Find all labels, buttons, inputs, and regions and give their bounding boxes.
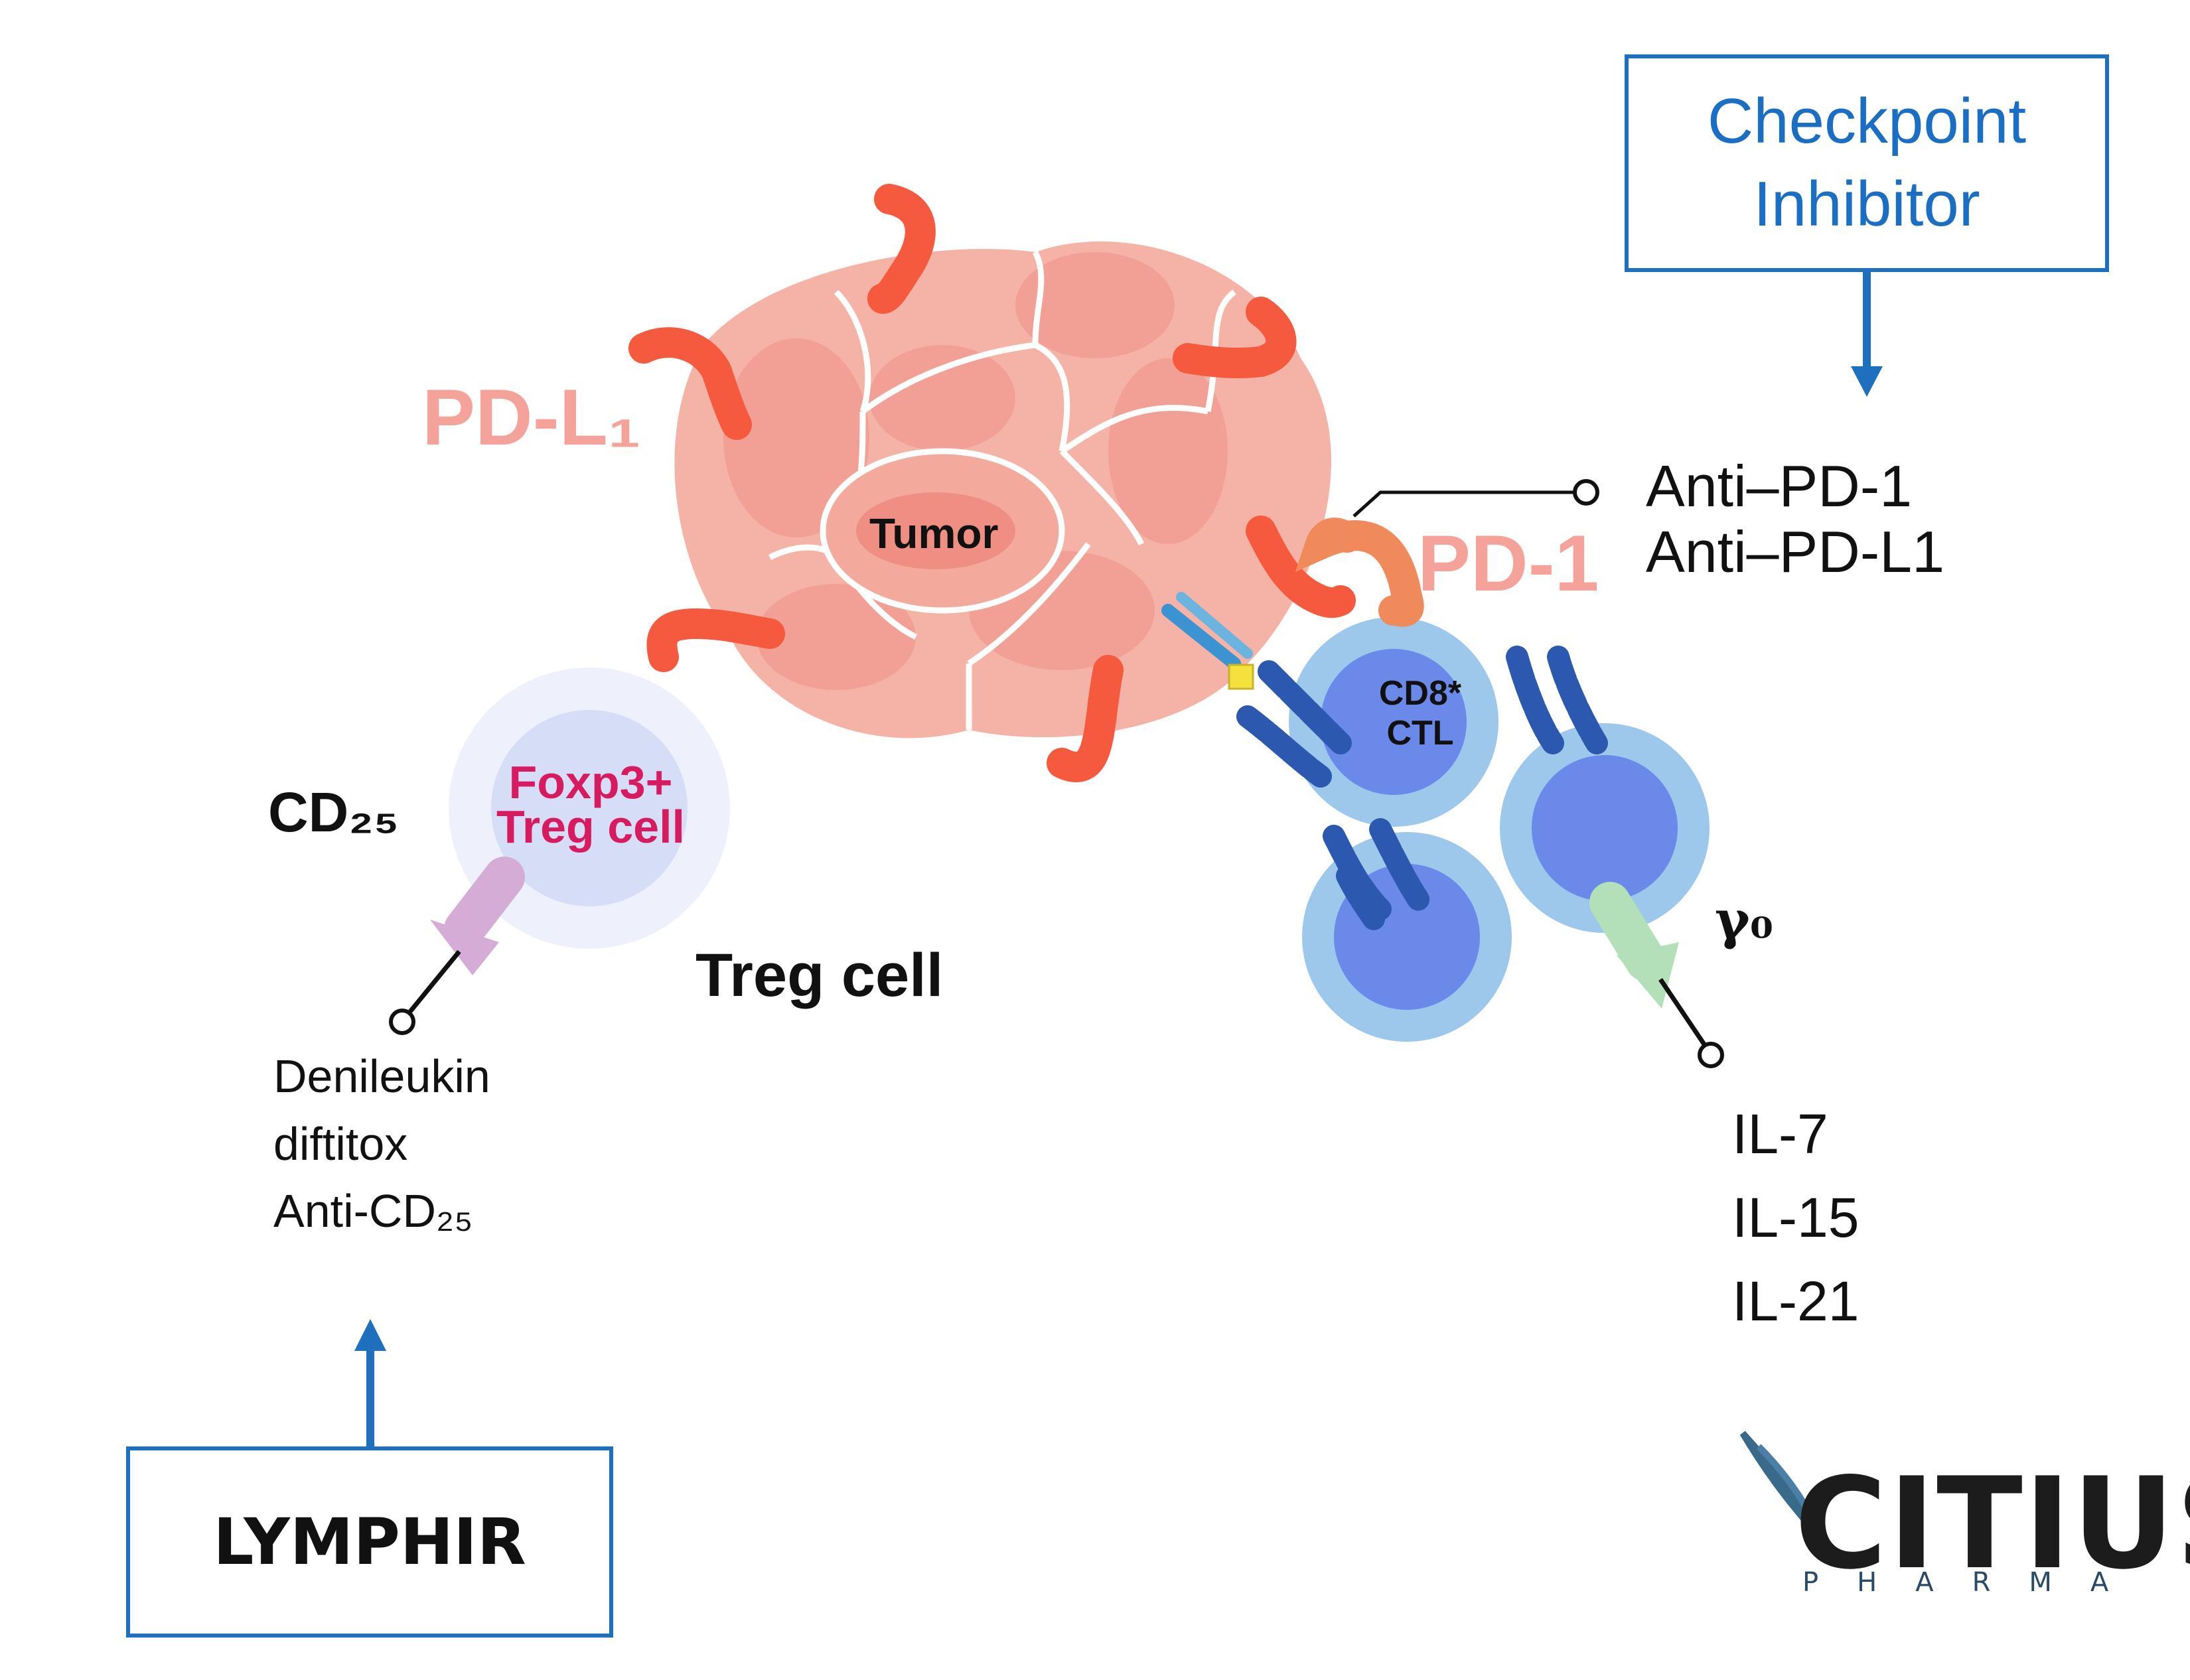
anti-pd1-connector [1352,479,1599,518]
cd25-label: CD₂₅ [268,781,400,843]
pd-l1-receptor [867,184,936,314]
cd25-receptor [389,857,525,1035]
checkpoint-arrow [1851,272,1883,397]
lymphir-arrow [354,1319,386,1446]
tumor-cell-nucleus [1015,252,1175,358]
cytokine-list: IL-7 IL-15 IL-21 [1732,1103,1860,1332]
t-cells [1289,617,1710,1042]
citius-logo-mark [1739,1431,1828,1547]
pd-1-label: PD-1 [1418,519,1599,608]
cd8-ctl-label: CD8* CTL [1378,674,1462,752]
pd-l1-receptor [1173,297,1297,379]
lymphir-label: LYMPHIR [213,1505,526,1579]
citius-logo-sub: PHARMA [1802,1567,2148,1598]
cytokine-connector [1698,1042,1724,1068]
treg-cell-label: Treg cell [695,942,944,1009]
cd8-ctl-inner [1321,649,1467,795]
citius-logo-word: CITIUS [1794,1450,2190,1597]
foxp3-treg-label: Foxp3+ Treg cell [496,756,686,853]
cytokine-receptor-chains [1236,646,1608,930]
central-tumor-nucleus [856,492,1015,569]
pd-l1-receptors [628,184,1356,782]
gamma-chain-label: γ₀ [1715,888,1773,951]
pd-l1-receptor [646,608,785,672]
checkpoint-inhibitor-box: Checkpoint Inhibitor [1625,54,2109,272]
tumor-cell-nucleus [869,345,1015,451]
pd-l1-receptor [1246,516,1356,618]
tumor-cell-nucleus [723,338,869,537]
antigen-square [1228,664,1254,690]
anti-pd-therapies: Anti–PD-1 Anti–PD-L1 [1646,453,1945,585]
pd-l1-label: PD-L₁ [422,373,641,462]
tumor-label: Tumor [869,510,999,557]
tcr-mhc-complex [1161,592,1254,690]
t-cell-inner [1532,755,1678,901]
treg-targeting-drugs: Denileukin diftitox Anti-CD₂₅ [273,1050,490,1237]
checkpoint-inhibitor-label: Checkpoint Inhibitor [1707,86,2027,240]
tumor-cell-nucleus [1108,358,1228,544]
pd-l1-receptor [1047,655,1124,782]
lymphir-box: LYMPHIR [126,1446,613,1638]
gamma-chain-receptor [1589,882,1724,1068]
pd-1-receptor [1295,518,1424,627]
pd-l1-receptor [628,327,752,440]
cd25-drug-connector [389,1009,415,1035]
